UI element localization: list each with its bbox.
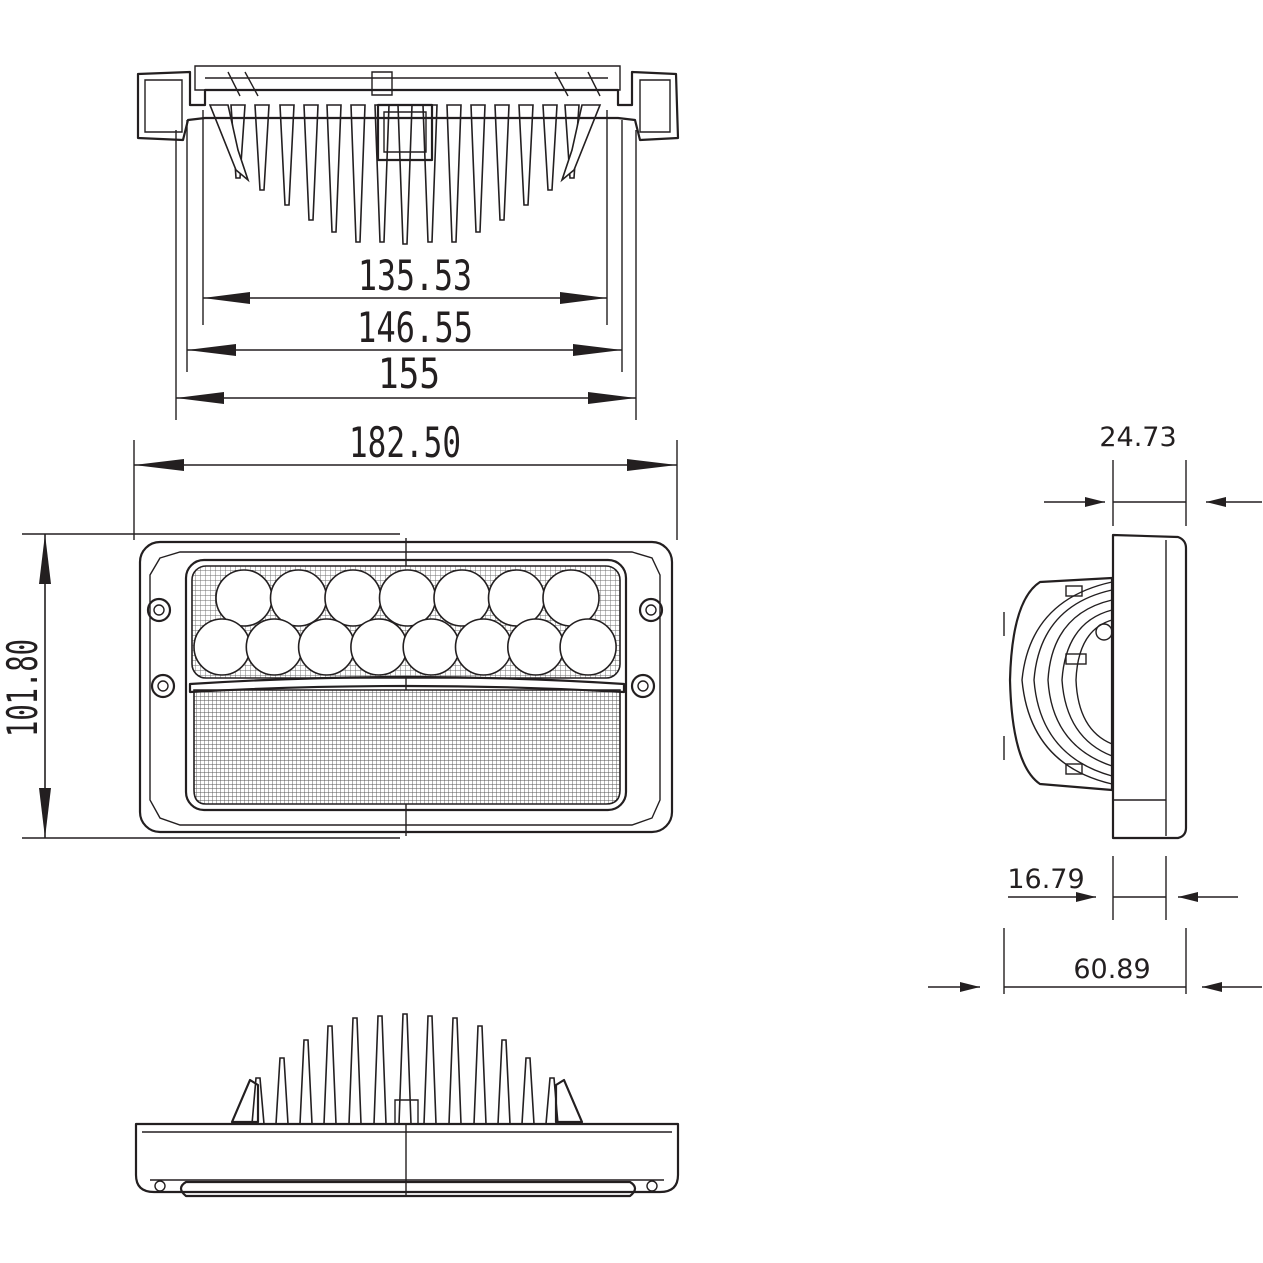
dim-mount-width: 155 — [176, 349, 636, 404]
heatsink-fin — [350, 104, 366, 243]
led-icon — [269, 569, 328, 627]
dim-fin-base-width: 146.55 — [187, 303, 622, 356]
heatsink-fin — [208, 104, 250, 183]
top-view-housing — [136, 65, 680, 162]
led-icon — [542, 569, 600, 627]
front-view-led-array — [193, 569, 617, 676]
heatsink-fin — [518, 104, 534, 206]
dim-overall-width-label: 182.50 — [349, 418, 461, 467]
led-icon — [193, 618, 251, 676]
side-view-heatsink — [1003, 576, 1114, 792]
led-icon — [245, 618, 304, 676]
screw-icon — [150, 673, 176, 699]
led-icon — [350, 618, 408, 676]
heatsink-fin — [564, 104, 580, 179]
screw-icon — [146, 597, 172, 623]
led-icon — [324, 569, 382, 627]
led-icon — [402, 618, 461, 676]
heatsink-fin — [521, 1057, 535, 1125]
heatsink-fin — [303, 104, 319, 221]
dim-inner-fin-width-label: 135.53 — [358, 251, 472, 300]
heatsink-fin — [398, 1013, 412, 1125]
led-icon — [506, 618, 565, 676]
screw-icon — [638, 597, 664, 623]
bottom-view — [134, 1013, 680, 1198]
heatsink-fin — [473, 1025, 487, 1125]
dim-overall-depth-label: 60.89 — [1073, 954, 1150, 985]
heatsink-fin — [323, 1025, 337, 1125]
heatsink-fin — [497, 1039, 511, 1125]
heatsink-fin — [446, 104, 462, 243]
front-view: 182.50 101.80 — [0, 418, 678, 839]
heatsink-fin — [470, 104, 486, 233]
side-view-bezel — [1111, 533, 1188, 840]
led-icon — [559, 618, 617, 676]
heatsink-fin — [326, 104, 342, 233]
led-icon — [487, 569, 546, 627]
heatsink-fin — [494, 104, 510, 221]
heatsink-fin — [397, 104, 413, 245]
dim-lens-depth-label: 24.73 — [1099, 422, 1176, 453]
heatsink-fin — [348, 1017, 362, 1125]
dim-inner-fin-width: 135.53 — [203, 251, 607, 304]
led-icon — [433, 569, 491, 627]
dim-overall-depth: 60.89 — [928, 928, 1262, 994]
heatsink-fin — [448, 1017, 462, 1125]
heatsink-fin — [254, 104, 270, 191]
heatsink-fin — [373, 1015, 387, 1125]
top-view-extension-lines — [175, 110, 637, 420]
side-view: 24.73 16.79 60.89 — [928, 422, 1262, 994]
dim-overall-height-label: 101.80 — [0, 639, 47, 737]
heatsink-fin — [560, 104, 602, 183]
front-view-mounting-screws — [146, 597, 664, 699]
led-icon — [454, 618, 513, 676]
bottom-view-heatsink-fins — [251, 1013, 559, 1125]
heatsink-fin — [279, 104, 295, 206]
dim-fin-base-width-label: 146.55 — [357, 303, 473, 352]
led-icon — [297, 618, 356, 676]
dim-bezel-depth-label: 16.79 — [1007, 864, 1084, 895]
dim-bezel-depth: 16.79 — [1007, 856, 1238, 920]
screw-icon — [630, 673, 656, 699]
dim-overall-width: 182.50 — [134, 418, 677, 471]
dim-lens-depth: 24.73 — [1044, 422, 1262, 526]
led-icon — [215, 569, 273, 627]
dim-overall-height: 101.80 — [0, 534, 51, 838]
led-icon — [378, 569, 437, 627]
heatsink-fin — [542, 104, 558, 191]
top-view-heatsink-fins — [208, 104, 602, 245]
heatsink-fin — [422, 104, 438, 243]
heatsink-fin — [275, 1057, 289, 1125]
top-view: 135.53 146.55 155 — [136, 65, 680, 420]
heatsink-fin — [299, 1039, 313, 1125]
dim-mount-width-label: 155 — [378, 349, 440, 398]
heatsink-fin — [423, 1015, 437, 1125]
